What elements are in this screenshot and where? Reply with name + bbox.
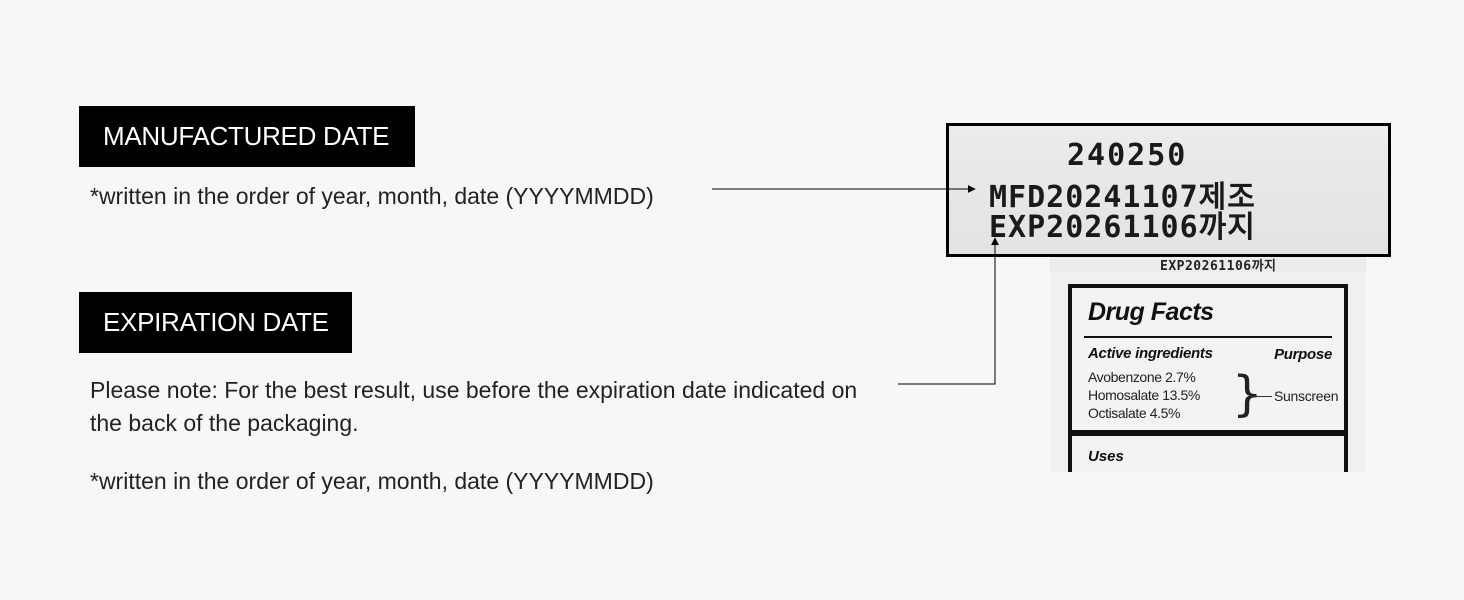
date-print-zoom: 240250 MFD20241107제조 EXP20261106까지 xyxy=(946,123,1391,257)
batch-code: 240250 xyxy=(1067,138,1188,173)
drug-facts-rule xyxy=(1084,336,1332,338)
manufactured-date-label: MANUFACTURED DATE xyxy=(79,106,415,167)
drug-facts-title: Drug Facts xyxy=(1088,298,1214,326)
expiration-date-code: EXP20261106까지 xyxy=(989,210,1256,245)
drug-facts-panel: Drug Facts Active ingredients Purpose Av… xyxy=(1068,284,1348,472)
ingredient-item: Octisalate 4.5% xyxy=(1088,405,1181,421)
ingredient-item: Avobenzone 2.7% xyxy=(1088,369,1196,385)
product-photo: EXP20261106까지 Drug Facts Active ingredie… xyxy=(1050,250,1366,472)
expiration-date-note: Please note: For the best result, use be… xyxy=(90,377,858,436)
drug-facts-thick-rule xyxy=(1072,430,1344,436)
expiration-date-label-text: EXPIRATION DATE xyxy=(103,307,329,337)
expiration-date-format-note: *written in the order of year, month, da… xyxy=(90,468,654,494)
active-ingredients-heading: Active ingredients xyxy=(1088,345,1213,362)
ingredient-item: Homosalate 13.5% xyxy=(1088,387,1200,403)
manufactured-date-note: *written in the order of year, month, da… xyxy=(90,183,654,209)
expiration-arrow xyxy=(898,237,999,385)
photo-expiration-print: EXP20261106까지 xyxy=(1160,259,1277,274)
manufactured-date-label-text: MANUFACTURED DATE xyxy=(103,121,390,151)
purpose-connector xyxy=(1250,396,1272,397)
purpose-value: Sunscreen xyxy=(1274,388,1339,404)
expiration-date-label: EXPIRATION DATE xyxy=(79,292,352,353)
uses-heading: Uses xyxy=(1088,448,1124,465)
purpose-heading: Purpose xyxy=(1274,346,1332,363)
brace-icon: } xyxy=(1232,366,1263,422)
manufactured-date-code: MFD20241107제조 xyxy=(989,180,1256,215)
